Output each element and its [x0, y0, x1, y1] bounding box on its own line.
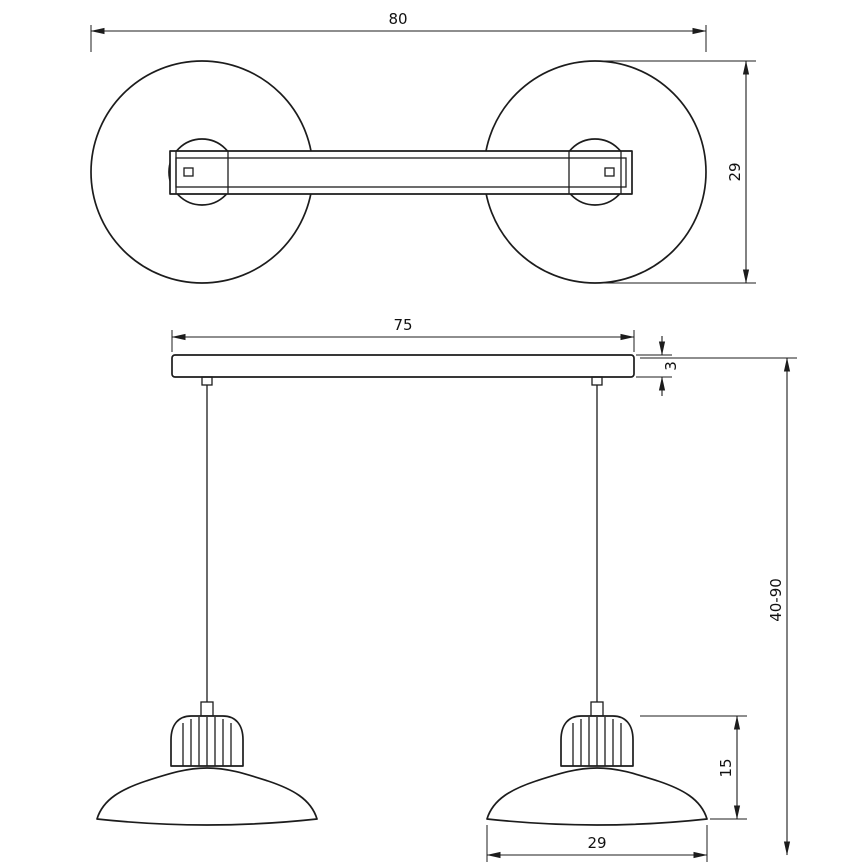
left-socket-neck	[200, 701, 214, 717]
dimension-overall-width: 80	[90, 10, 707, 52]
dim-label-bar-thickness: 3	[662, 361, 680, 371]
dim-label-plan-depth: 29	[726, 162, 744, 181]
dimension-shade-height: 15	[640, 715, 747, 820]
right-holder-ribs	[572, 717, 622, 766]
front-right-lamp	[486, 701, 708, 826]
front-left-cord-grip	[201, 376, 213, 386]
front-view: 75 3	[96, 316, 797, 862]
right-shade	[486, 767, 708, 826]
right-socket-neck	[590, 701, 604, 717]
dimension-plan-depth: 29	[598, 60, 756, 284]
plan-bar-right-slot	[604, 167, 615, 177]
dim-label-suspension-length: 40-90	[767, 578, 785, 622]
dim-label-bar-length: 75	[393, 316, 412, 334]
front-right-cord-grip	[591, 376, 603, 386]
left-holder-ribs	[182, 717, 232, 766]
dim-label-overall-width: 80	[388, 10, 407, 28]
plan-bar-left-slot	[183, 167, 194, 177]
dimension-bar-thickness: 3	[636, 336, 680, 396]
dim-label-shade-width: 29	[587, 834, 606, 852]
plan-hub-side-lines	[175, 151, 622, 194]
dim-label-shade-height: 15	[717, 758, 735, 777]
dimension-suspension-length: 40-90	[640, 357, 797, 856]
front-ceiling-bar	[171, 354, 635, 378]
dimension-shade-width: 29	[486, 825, 708, 862]
plan-view: 80 29	[90, 10, 756, 284]
dimension-bar-length: 75	[171, 316, 635, 352]
front-left-lamp	[96, 701, 318, 826]
left-shade	[96, 767, 318, 826]
